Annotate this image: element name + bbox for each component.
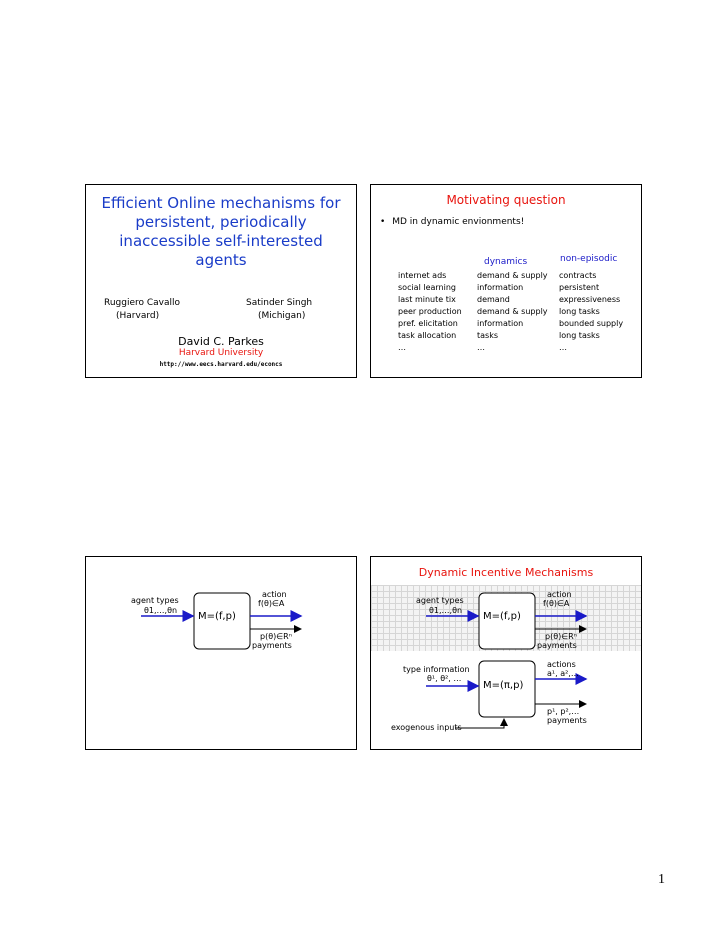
table-cell: bounded supply <box>559 319 624 328</box>
payment-label: payments <box>252 641 292 650</box>
slide-2: Motivating question • MD in dynamic envi… <box>370 184 642 378</box>
table-cell: … <box>559 343 567 352</box>
table-cell: last minute tix <box>398 295 456 304</box>
top-input-label: agent types <box>416 596 464 605</box>
author-2-affiliation: (Michigan) <box>258 311 306 321</box>
table-cell: tasks <box>477 331 499 340</box>
mechanism-label: M=(f,p) <box>198 611 236 622</box>
bullet-dot: • <box>380 217 386 227</box>
presenter-name: David C. Parkes <box>178 335 264 348</box>
slide-4-title: Dynamic Incentive Mechanisms <box>418 566 594 579</box>
bottom-payment-label: payments <box>547 716 587 725</box>
dynamic-mechanism-diagram <box>426 592 588 729</box>
top-mechanism-label: M=(f,p) <box>483 611 521 622</box>
top-action-label: action <box>547 590 572 599</box>
top-action-expr: f(θ)∈A <box>543 599 570 608</box>
bullet-1: • MD in dynamic envionments! <box>380 217 524 227</box>
bottom-payment-expr: p¹, p²,… <box>547 707 580 716</box>
table-cell: peer production <box>398 307 462 316</box>
action-label: action <box>262 590 287 599</box>
table-cell: … <box>398 343 406 352</box>
table-cell: … <box>477 343 485 352</box>
table-cell: demand <box>477 295 510 304</box>
top-input-vars: θ1,…,θn <box>429 606 463 615</box>
bottom-input-vars: θ¹, θ², … <box>427 674 462 683</box>
table-cell: long tasks <box>559 331 600 340</box>
table-cell: pref. elicitation <box>398 319 458 328</box>
bottom-actions-label: actions <box>547 660 576 669</box>
url-link[interactable]: http://www.eecs.harvard.edu/econcs <box>159 361 283 368</box>
author-1-name: Ruggiero Cavallo <box>104 298 181 308</box>
table-cell: demand & supply <box>477 307 548 316</box>
table-cell: demand & supply <box>477 271 548 280</box>
slide-1: Efficient Online mechanisms for persiste… <box>85 184 357 378</box>
table-cell: persistent <box>559 283 600 292</box>
table-cell: internet ads <box>398 271 447 280</box>
bottom-actions-expr: a¹, a²,… <box>547 669 579 678</box>
author-2-name: Satinder Singh <box>246 298 313 308</box>
slide-3: agent types θ1,…,θn M=(f,p) action f(θ)∈… <box>85 556 357 750</box>
slide-4: Dynamic Incentive Mechanisms agent types… <box>370 556 642 750</box>
input-label: agent types <box>131 596 179 605</box>
payment-expr: p(θ)∈Rⁿ <box>260 632 292 641</box>
exogenous-inputs-label: exogenous inputs <box>391 723 462 732</box>
top-payment-label: payments <box>537 641 577 650</box>
exogenous-input-arrow <box>455 718 508 729</box>
table-cell: contracts <box>559 271 597 280</box>
bottom-mechanism-label: M=(π,p) <box>483 680 524 691</box>
col-header-dynamics: dynamics <box>484 257 528 267</box>
input-vars: θ1,…,θn <box>144 606 178 615</box>
page-number: 1 <box>658 872 665 887</box>
table-cell: task allocation <box>398 331 457 340</box>
mechanism-diagram <box>141 592 303 650</box>
table-cell: social learning <box>398 283 456 292</box>
table-cell: information <box>477 319 524 328</box>
top-payment-expr: p(θ)∈Rⁿ <box>545 632 577 641</box>
slide-1-title: Efficient Online mechanisms for persiste… <box>101 194 341 269</box>
col-header-non-episodic: non-episodic <box>560 254 618 264</box>
table-cell: information <box>477 283 524 292</box>
presenter-affiliation: Harvard University <box>178 348 264 358</box>
author-1-affiliation: (Harvard) <box>116 311 160 321</box>
bottom-input-label: type information <box>403 665 470 674</box>
table-cell: long tasks <box>559 307 600 316</box>
bullet-1-text: MD in dynamic envionments! <box>392 217 525 227</box>
table-cell: expressiveness <box>559 295 621 304</box>
action-expr: f(θ)∈A <box>258 599 285 608</box>
slide-2-title: Motivating question <box>446 193 566 207</box>
